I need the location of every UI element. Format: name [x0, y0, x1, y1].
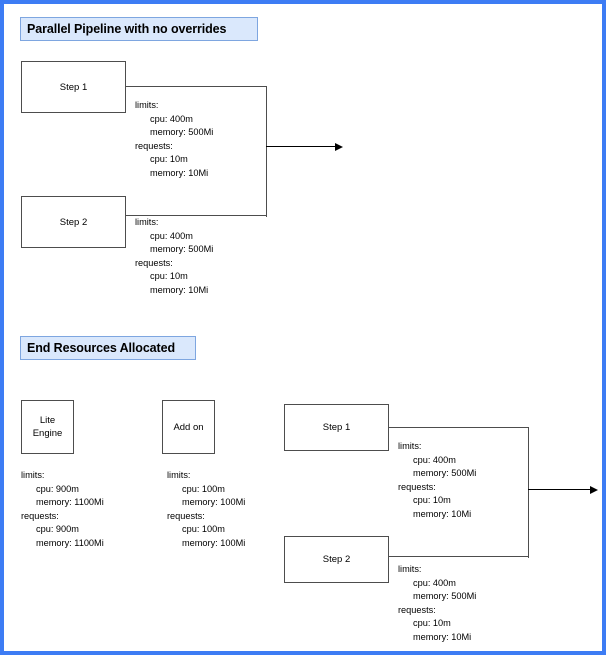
requests-label: requests:	[398, 481, 436, 492]
requests-label: requests:	[167, 510, 205, 521]
limits-label: limits:	[135, 100, 159, 110]
node-step-1-top[interactable]: Step 1	[21, 61, 126, 113]
edge-step2-to-bus-bottom	[389, 556, 529, 558]
limits-cpu: cpu: 900m	[36, 483, 79, 494]
limits-cpu: cpu: 400m	[150, 230, 193, 241]
limits-cpu: cpu: 400m	[413, 577, 456, 588]
requests-memory: memory: 1100Mi	[36, 537, 104, 548]
requests-cpu: cpu: 10m	[413, 495, 451, 506]
node-label: Step 1	[59, 81, 88, 93]
resources-add-on: limits: cpu: 100m memory: 100Mi requests…	[167, 469, 245, 551]
requests-memory: memory: 10Mi	[150, 167, 209, 178]
requests-label: requests:	[21, 510, 59, 521]
limits-label: limits:	[135, 217, 159, 227]
node-label: Add on	[173, 421, 204, 433]
arrow-head-output-top	[335, 142, 343, 151]
section-banner-end-resources: End Resources Allocated	[20, 336, 196, 360]
limits-memory: memory: 500Mi	[413, 468, 477, 479]
edge-step2-to-bus-top	[126, 215, 267, 217]
requests-cpu: cpu: 100m	[182, 524, 225, 535]
requests-label: requests:	[398, 604, 436, 615]
edge-step1-to-bus-top	[126, 86, 267, 88]
resources-step-1-top: limits: cpu: 400m memory: 500Mi requests…	[135, 99, 213, 181]
node-label-line-1: Lite	[39, 415, 56, 426]
requests-memory: memory: 10Mi	[413, 508, 472, 519]
limits-cpu: cpu: 400m	[413, 454, 456, 465]
edge-bus-to-output-top	[266, 146, 336, 148]
limits-cpu: cpu: 400m	[150, 113, 193, 124]
limits-memory: memory: 1100Mi	[36, 497, 104, 508]
resources-lite-engine: limits: cpu: 900m memory: 1100Mi request…	[21, 469, 104, 551]
requests-label: requests:	[135, 257, 173, 268]
requests-cpu: cpu: 10m	[150, 271, 188, 282]
limits-label: limits:	[398, 564, 422, 574]
limits-label: limits:	[167, 470, 191, 480]
edge-step1-to-bus-bottom	[389, 427, 529, 429]
limits-memory: memory: 500Mi	[413, 591, 477, 602]
requests-cpu: cpu: 10m	[413, 618, 451, 629]
requests-memory: memory: 100Mi	[182, 537, 246, 548]
arrow-head-output-bottom	[590, 485, 598, 494]
edge-vertical-bus-top	[266, 86, 268, 217]
section-banner-parallel-pipeline: Parallel Pipeline with no overrides	[20, 17, 258, 41]
limits-cpu: cpu: 100m	[182, 483, 225, 494]
node-label: Step 2	[322, 554, 351, 565]
node-label-line-2: Engine	[32, 428, 63, 439]
edge-vertical-bus-bottom	[528, 427, 530, 558]
node-label: Step 2	[59, 216, 88, 228]
requests-cpu: cpu: 10m	[150, 154, 188, 165]
node-step-2-bottom[interactable]: Step 2	[284, 536, 389, 583]
requests-cpu: cpu: 900m	[36, 524, 79, 535]
node-label: Step 1	[322, 422, 351, 433]
resources-step-2-top: limits: cpu: 400m memory: 500Mi requests…	[135, 216, 213, 298]
requests-memory: memory: 10Mi	[150, 284, 209, 295]
node-step-2-top[interactable]: Step 2	[21, 196, 126, 248]
resources-step-1-bottom: limits: cpu: 400m memory: 500Mi requests…	[398, 440, 476, 522]
limits-memory: memory: 100Mi	[182, 497, 246, 508]
node-add-on[interactable]: Add on	[162, 400, 215, 454]
requests-label: requests:	[135, 140, 173, 151]
limits-memory: memory: 500Mi	[150, 244, 214, 255]
limits-label: limits:	[398, 441, 422, 451]
node-lite-engine[interactable]: Lite Engine	[21, 400, 74, 454]
resources-step-2-bottom: limits: cpu: 400m memory: 500Mi requests…	[398, 563, 476, 645]
requests-memory: memory: 10Mi	[413, 631, 472, 642]
edge-bus-to-output-bottom	[528, 489, 591, 491]
limits-memory: memory: 500Mi	[150, 127, 214, 138]
node-step-1-bottom[interactable]: Step 1	[284, 404, 389, 451]
limits-label: limits:	[21, 470, 45, 480]
